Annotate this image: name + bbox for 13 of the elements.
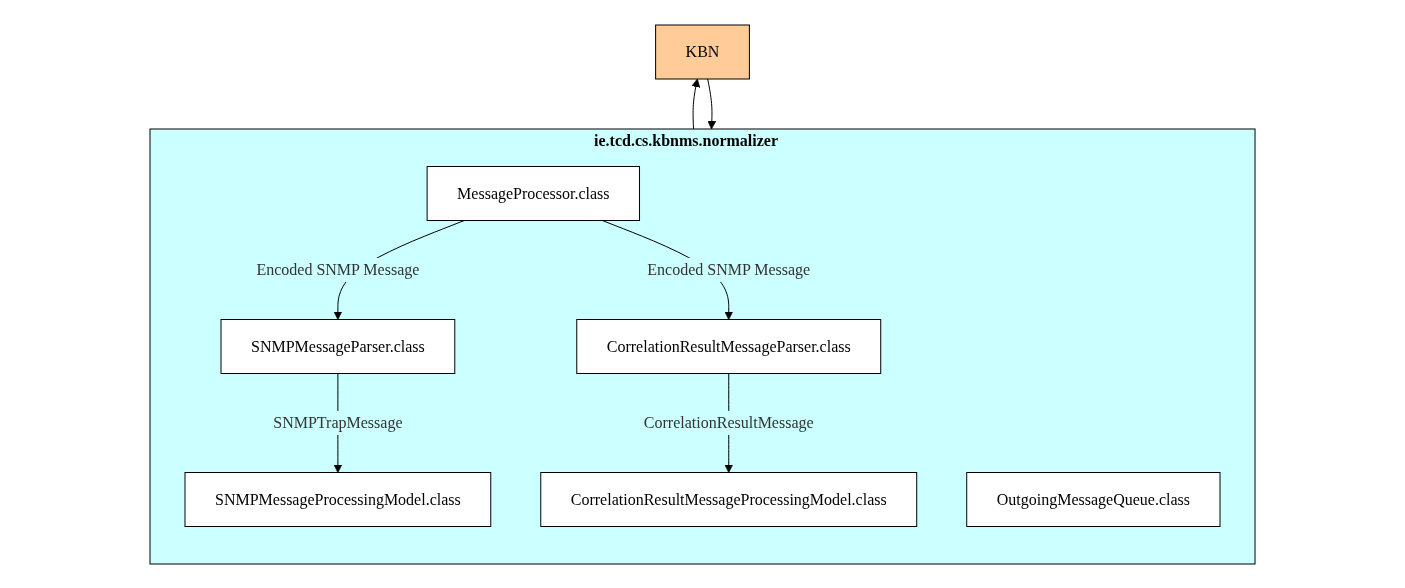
edge-label: Encoded SNMP Message [647,260,811,278]
node-box: SNMPMessageParser.class [220,318,456,374]
node-box: CorrelationResultMessageProcessingModel.class [540,471,918,527]
node-box: SNMPMessageProcessingModel.class [184,471,492,527]
node-box: KBN [655,24,750,79]
node-box: CorrelationResultMessageParser.class [576,318,882,374]
node-box: OutgoingMessageQueue.class [966,471,1221,527]
edge-label: SNMPTrapMessage [273,413,403,431]
node-box: MessageProcessor.class [426,165,640,221]
edge-label: CorrelationResultMessage [643,413,814,431]
edge-label: Encoded SNMP Message [256,260,420,278]
arrow [691,78,701,129]
arrow [707,78,717,129]
